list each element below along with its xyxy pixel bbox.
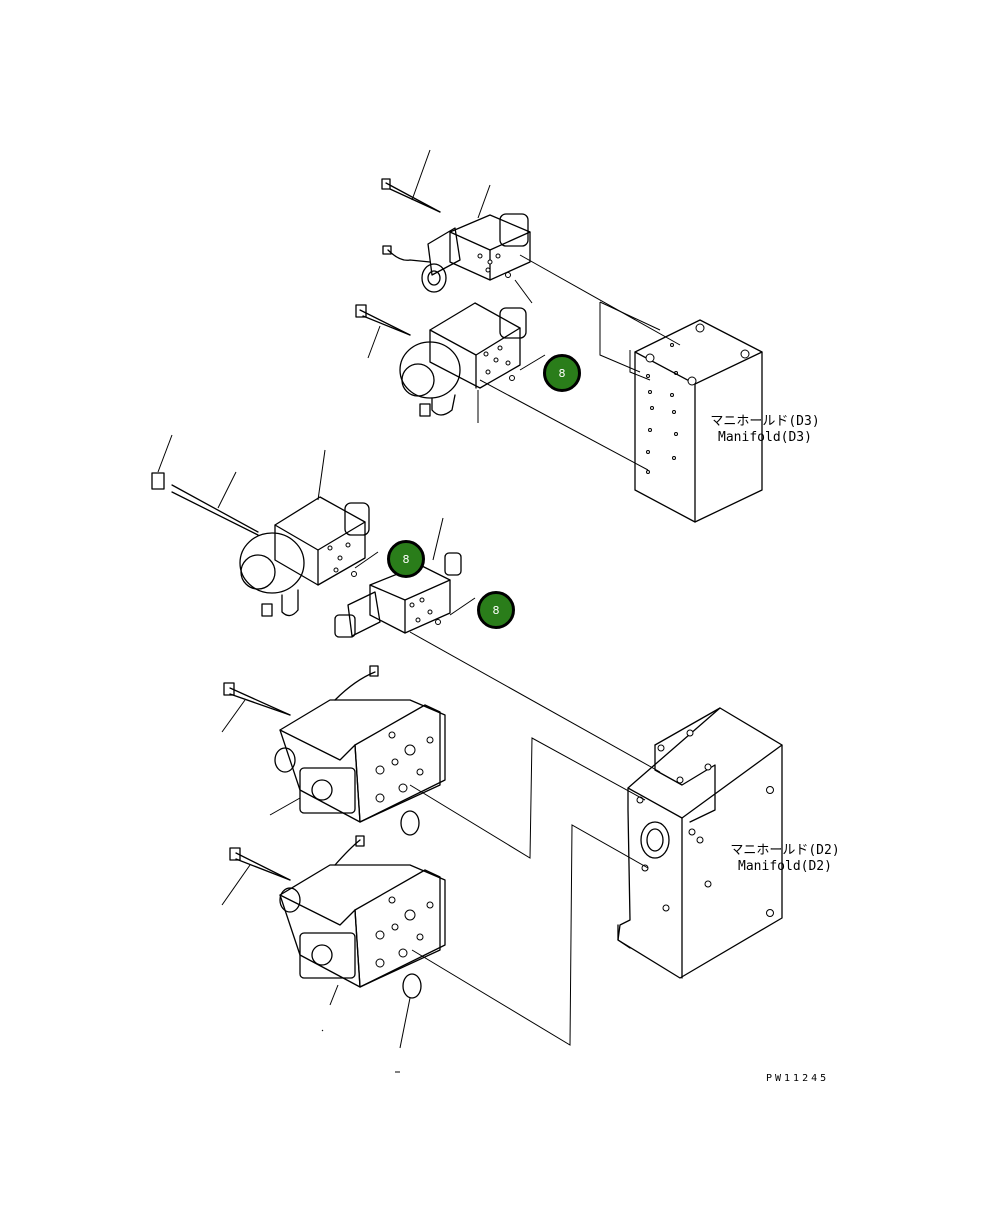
solenoid-valve-middle: [151, 434, 379, 617]
manifold-d3: [634, 319, 763, 523]
manifold-d3-label-en: Manifold(D3): [718, 430, 812, 445]
manifold-d3-label-jp: マニホールド(D3): [710, 414, 820, 429]
solenoid-valve-upper: [355, 302, 546, 423]
drawing-code: PW11245: [766, 1073, 830, 1084]
manifold-d2-label: マニホールド(D2) Manifold(D2): [720, 843, 850, 875]
manifold-d2-label-en: Manifold(D2): [738, 859, 832, 874]
manifold-d2: [617, 707, 783, 979]
solenoid-valve-top: [381, 149, 533, 304]
valve-assembly-b: [221, 835, 446, 1049]
valve-assembly-a: [221, 665, 446, 836]
callout-badge-8-lower[interactable]: 8: [477, 591, 515, 629]
manifold-d2-label-jp: マニホールド(D2): [730, 843, 840, 858]
leader-lines: [321, 254, 681, 1073]
callout-badge-8-upper[interactable]: 8: [543, 354, 581, 392]
manifold-d3-label: マニホールド(D3) Manifold(D3): [700, 414, 830, 446]
callout-badge-8-middle[interactable]: 8: [387, 540, 425, 578]
